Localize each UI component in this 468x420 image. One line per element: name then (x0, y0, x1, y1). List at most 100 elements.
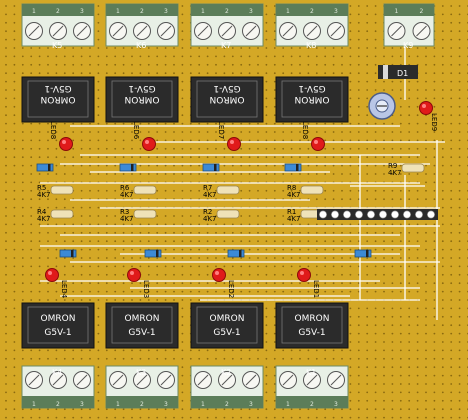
hole (55, 139, 58, 142)
terminal-ref: K6 (136, 41, 146, 50)
hole (5, 189, 7, 192)
small-diode-body (59, 249, 77, 258)
hole (408, 282, 411, 285)
hole (198, 139, 201, 142)
hole (5, 324, 7, 327)
hole (391, 324, 394, 327)
hole (282, 215, 285, 217)
hole (349, 248, 352, 251)
hole (173, 173, 175, 175)
hole (307, 357, 310, 360)
hole (97, 290, 100, 293)
hole (231, 72, 234, 75)
terminal-ref: K3 (136, 368, 146, 377)
hole (189, 122, 192, 125)
hole (391, 47, 394, 49)
hole (173, 357, 175, 360)
hole (265, 248, 268, 251)
screw-slot (112, 25, 124, 37)
hole (315, 273, 318, 276)
hole (114, 55, 117, 58)
hole (257, 55, 259, 58)
hole (231, 47, 234, 49)
hole (189, 215, 192, 217)
resistor-ref: R2 (203, 208, 212, 216)
hole (189, 131, 192, 133)
hole (357, 189, 360, 192)
terminal-header (384, 4, 434, 16)
hole (114, 164, 117, 167)
hole (307, 282, 310, 285)
resistor-ref: R7 (203, 184, 212, 192)
hole (332, 290, 335, 293)
hole (248, 231, 251, 234)
hole (5, 391, 7, 394)
hole (72, 147, 75, 150)
hole (391, 231, 394, 234)
hole (30, 240, 33, 243)
hole (5, 105, 7, 108)
hole (307, 223, 310, 226)
hole (89, 265, 91, 268)
hole (458, 215, 461, 217)
hole (181, 231, 184, 234)
resistor-value: 4K7 (388, 169, 402, 177)
hole (63, 257, 66, 259)
hole (441, 374, 444, 377)
small-diode-body (227, 249, 245, 258)
hole (248, 215, 251, 217)
hole (89, 139, 91, 142)
hole (147, 231, 150, 234)
hole (181, 282, 184, 285)
hole (383, 307, 385, 310)
hole (206, 223, 209, 226)
hole (416, 122, 419, 125)
hole (38, 189, 41, 192)
hole (13, 282, 16, 285)
hole (290, 240, 293, 243)
small-diode-band (366, 250, 369, 257)
hole (408, 273, 411, 276)
hole (72, 164, 75, 167)
hole (374, 139, 377, 142)
hole (240, 240, 243, 243)
hole (97, 55, 100, 58)
hole (164, 63, 167, 66)
hole (265, 391, 268, 394)
hole (173, 139, 175, 142)
hole (114, 408, 117, 411)
hole (215, 147, 217, 150)
hole (215, 290, 217, 293)
hole (273, 80, 276, 83)
hole (416, 315, 419, 318)
hole (408, 265, 411, 268)
hole (450, 223, 453, 226)
hole (30, 257, 33, 259)
relay-brand: OMRON (210, 314, 245, 324)
hole (198, 173, 201, 175)
hole (5, 399, 7, 402)
hole (332, 156, 335, 159)
hole (5, 408, 7, 411)
relay-brand: OMRON (125, 94, 160, 104)
hole (341, 290, 343, 293)
hole (215, 215, 217, 217)
hole (458, 248, 461, 251)
hole (332, 72, 335, 75)
hole (164, 72, 167, 75)
hole (433, 147, 436, 150)
hole (450, 383, 453, 385)
hole (215, 240, 217, 243)
hole (72, 265, 75, 268)
hole (164, 189, 167, 192)
hole (164, 164, 167, 167)
hole (408, 416, 411, 419)
hole (425, 324, 427, 327)
hole (458, 282, 461, 285)
hole (181, 257, 184, 259)
hole (164, 156, 167, 159)
hole (383, 189, 385, 192)
hole (408, 366, 411, 369)
hole (189, 299, 192, 301)
